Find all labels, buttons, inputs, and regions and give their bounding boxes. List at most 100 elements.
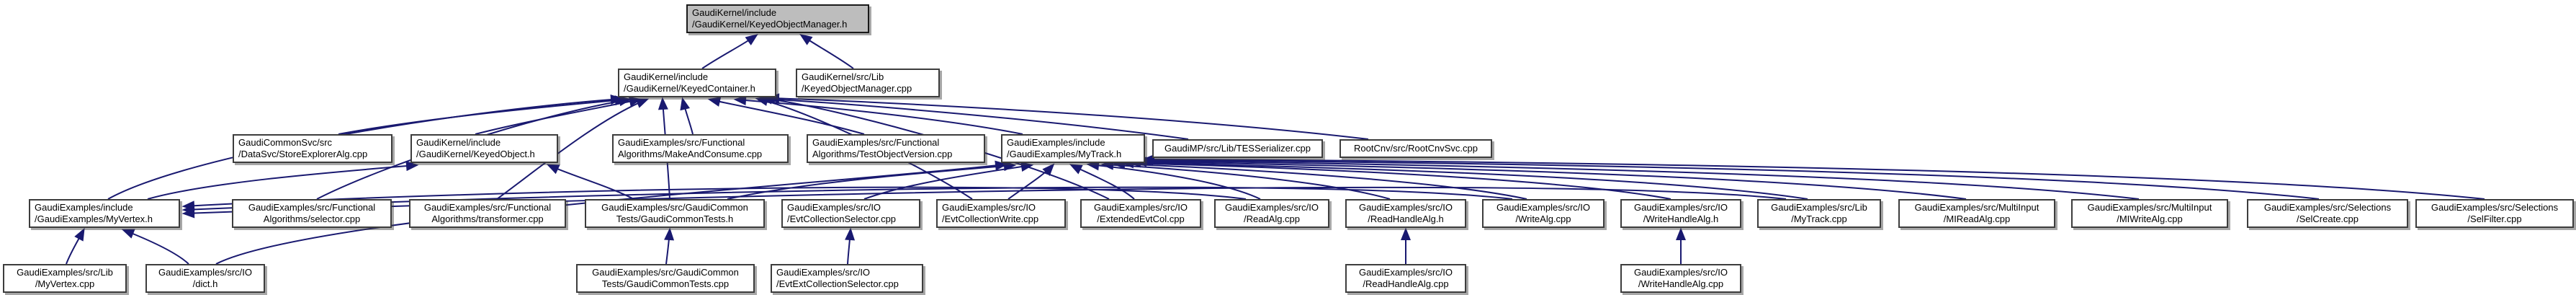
edge-readalg-cpp-to-myvertex-h bbox=[181, 186, 1247, 211]
node-extendedevtcol-cpp[interactable]: GaudiExamples/src/IO/ExtendedEvtCol.cpp bbox=[1080, 199, 1201, 228]
node-rootcnvsvc-cpp[interactable]: RootCnv/src/RootCnvSvc.cpp bbox=[1339, 139, 1492, 158]
node-label-line: GaudiExamples/src/IO bbox=[1358, 267, 1453, 278]
node-label-line: /EvtExtCollectionSelector.cpp bbox=[776, 278, 899, 289]
node-label-line: /GaudiExamples/MyVertex.h bbox=[35, 213, 153, 224]
node-label-line: /ReadAlg.cpp bbox=[1243, 213, 1301, 224]
node-myvertex-cpp[interactable]: GaudiExamples/src/Lib/MyVertex.cpp bbox=[3, 264, 127, 293]
node-label-line: GaudiKernel/include bbox=[416, 137, 501, 148]
node-label-line: GaudiExamples/src/GaudiCommon bbox=[592, 267, 739, 278]
node-label-line: GaudiExamples/src/Functional bbox=[618, 137, 745, 148]
edge-extendedevtcol-cpp-to-mytrack-h bbox=[1069, 164, 1135, 200]
node-label-line: Algorithms/selector.cpp bbox=[263, 213, 361, 224]
node-writehandlealg-cpp[interactable]: GaudiExamples/src/IO/WriteHandleAlg.cpp bbox=[1620, 264, 1741, 293]
node-readalg-cpp[interactable]: GaudiExamples/src/IO/ReadAlg.cpp bbox=[1214, 199, 1329, 228]
node-label-line: /GaudiKernel/KeyedObjectManager.h bbox=[692, 19, 848, 30]
edge-miwritealg-cpp-to-mytrack-h bbox=[1138, 156, 2140, 200]
node-label-line: GaudiKernel/include bbox=[692, 7, 777, 18]
edge-testobjectversion-cpp-to-keyedcontainer-h bbox=[707, 97, 865, 135]
node-dict-h[interactable]: GaudiExamples/src/IO/dict.h bbox=[145, 264, 265, 293]
node-label-line: GaudiExamples/src/IO bbox=[1496, 202, 1591, 213]
node-label-line: /GaudiKernel/KeyedContainer.h bbox=[624, 83, 755, 94]
edge-selcreate-cpp-to-mytrack-h bbox=[1140, 155, 2320, 200]
node-myvertex-h[interactable]: GaudiExamples/include/GaudiExamples/MyVe… bbox=[29, 199, 180, 228]
node-label-line: /EvtCollectionSelector.cpp bbox=[787, 213, 897, 224]
node-label-line: /MyTrack.cpp bbox=[1791, 213, 1847, 224]
node-mytrack-cpp[interactable]: GaudiExamples/src/Lib/MyTrack.cpp bbox=[1757, 199, 1881, 228]
node-evtcollectionwrite-cpp[interactable]: GaudiExamples/src/IO/EvtCollectionWrite.… bbox=[936, 199, 1066, 228]
node-label-line: Algorithms/TestObjectVersion.cpp bbox=[812, 149, 953, 159]
edge-gaudicommontests-h-to-mytrack-h bbox=[727, 161, 1017, 200]
node-label-line: GaudiExamples/src/Functional bbox=[423, 202, 552, 213]
node-label-line: /GaudiExamples/MyTrack.h bbox=[1007, 149, 1122, 159]
edge-keyedobjectmanager-cpp-to-keyedobjectmanager-h bbox=[799, 34, 854, 69]
node-label-line: /WriteHandleAlg.h bbox=[1643, 213, 1719, 224]
node-selcreate-cpp[interactable]: GaudiExamples/src/Selections/SelCreate.c… bbox=[2247, 199, 2408, 228]
node-label-line: /ReadHandleAlg.h bbox=[1368, 213, 1444, 224]
edge-gaudicommontests-h-to-keyedobject-h bbox=[546, 164, 634, 200]
node-mireadalg-cpp[interactable]: GaudiExamples/src/MultiInput/MIReadAlg.c… bbox=[1898, 199, 2055, 228]
node-label-line: /ExtendedEvtCol.cpp bbox=[1097, 213, 1185, 224]
edge-selfilter-cpp-to-mytrack-h bbox=[1141, 154, 2485, 200]
node-label-line: Tests/GaudiCommonTests.cpp bbox=[601, 278, 730, 289]
node-label-line: GaudiExamples/src/MultiInput bbox=[2087, 202, 2212, 213]
node-label-line: /SelCreate.cpp bbox=[2297, 213, 2359, 224]
edge-myvertex-h-to-keyedobject-h bbox=[147, 161, 419, 200]
node-label-line: GaudiExamples/include bbox=[1007, 137, 1105, 148]
node-label-line: GaudiExamples/src/GaudiCommon bbox=[601, 202, 748, 213]
node-label-line: GaudiMP/src/Lib/TESSerializer.cpp bbox=[1164, 143, 1311, 154]
node-label-line: GaudiExamples/src/IO bbox=[1224, 202, 1319, 213]
node-label-line: GaudiExamples/src/IO bbox=[158, 267, 253, 278]
node-tesserializer-cpp[interactable]: GaudiMP/src/Lib/TESSerializer.cpp bbox=[1152, 139, 1323, 158]
node-label-line: GaudiExamples/src/IO bbox=[1633, 202, 1728, 213]
node-keyedcontainer-h[interactable]: GaudiKernel/include/GaudiKernel/KeyedCon… bbox=[618, 69, 776, 97]
node-label-line: /dict.h bbox=[192, 278, 218, 289]
node-label-line: GaudiExamples/src/IO bbox=[1633, 267, 1728, 278]
node-label-line: Algorithms/transformer.cpp bbox=[431, 213, 544, 224]
edge-gaudicommontests-cpp-to-gaudicommontests-h bbox=[664, 227, 675, 265]
node-label-line: GaudiExamples/src/Lib bbox=[17, 267, 113, 278]
node-label-line: /GaudiKernel/KeyedObject.h bbox=[416, 149, 535, 159]
node-label-line: /KeyedObjectManager.cpp bbox=[802, 83, 912, 94]
node-storeexploreralg-cpp[interactable]: GaudiCommonSvc/src/DataSvc/StoreExplorer… bbox=[233, 134, 392, 163]
node-label-line: /DataSvc/StoreExplorerAlg.cpp bbox=[238, 149, 368, 159]
node-evtextcollectionselector-cpp[interactable]: GaudiExamples/src/IO/EvtExtCollectionSel… bbox=[771, 264, 923, 293]
node-keyedobject-h[interactable]: GaudiKernel/include/GaudiKernel/KeyedObj… bbox=[410, 134, 558, 163]
node-label-line: /WriteHandleAlg.cpp bbox=[1638, 278, 1724, 289]
node-selfilter-cpp[interactable]: GaudiExamples/src/Selections/SelFilter.c… bbox=[2415, 199, 2574, 228]
edge-mireadalg-cpp-to-mytrack-h bbox=[1134, 157, 1967, 200]
node-label-line: /WriteAlg.cpp bbox=[1515, 213, 1571, 224]
node-label-line: GaudiExamples/src/Lib bbox=[1771, 202, 1867, 213]
node-label-line: Tests/GaudiCommonTests.h bbox=[616, 213, 734, 224]
edge-transformer-cpp-to-keyedcontainer-h bbox=[496, 98, 650, 200]
node-readhandlealg-h[interactable]: GaudiExamples/src/IO/ReadHandleAlg.h bbox=[1345, 199, 1466, 228]
node-label-line: GaudiExamples/src/IO bbox=[1093, 202, 1188, 213]
node-label-line: GaudiCommonSvc/src bbox=[238, 137, 333, 148]
node-readhandlealg-cpp[interactable]: GaudiExamples/src/IO/ReadHandleAlg.cpp bbox=[1345, 264, 1466, 293]
node-evtcollectionselector-cpp[interactable]: GaudiExamples/src/IO/EvtCollectionSelect… bbox=[781, 199, 920, 228]
node-writealg-cpp[interactable]: GaudiExamples/src/IO/WriteAlg.cpp bbox=[1482, 199, 1605, 228]
node-label-line: /SelFilter.cpp bbox=[2467, 213, 2522, 224]
node-label-line: /MIWriteAlg.cpp bbox=[2117, 213, 2183, 224]
node-label-line: GaudiExamples/src/IO bbox=[787, 202, 881, 213]
edge-myvertex-cpp-to-myvertex-h bbox=[66, 227, 85, 265]
edge-storeexploreralg-cpp-to-keyedcontainer-h bbox=[338, 95, 628, 135]
node-mytrack-h[interactable]: GaudiExamples/include/GaudiExamples/MyTr… bbox=[1001, 134, 1145, 163]
edge-evtextcollectionselector-cpp-to-evtcollectionselector-cpp bbox=[845, 227, 856, 265]
edge-mytrack-cpp-to-mytrack-h bbox=[1128, 157, 1808, 200]
node-label-line: GaudiExamples/src/IO bbox=[776, 267, 871, 278]
edge-tesserializer-cpp-to-keyedcontainer-h bbox=[762, 94, 1189, 140]
node-writehandlealg-h[interactable]: GaudiExamples/src/IO/WriteHandleAlg.h bbox=[1620, 199, 1741, 228]
node-keyedobjectmanager-cpp[interactable]: GaudiKernel/src/Lib/KeyedObjectManager.c… bbox=[796, 69, 940, 97]
edge-dict-h-to-myvertex-h bbox=[121, 229, 189, 265]
node-label-line: GaudiKernel/include bbox=[624, 71, 709, 82]
node-miwritealg-cpp[interactable]: GaudiExamples/src/MultiInput/MIWriteAlg.… bbox=[2071, 199, 2228, 228]
node-label-line: GaudiExamples/src/IO bbox=[942, 202, 1036, 213]
node-keyedobjectmanager-h[interactable]: GaudiKernel/include/GaudiKernel/KeyedObj… bbox=[686, 4, 869, 33]
